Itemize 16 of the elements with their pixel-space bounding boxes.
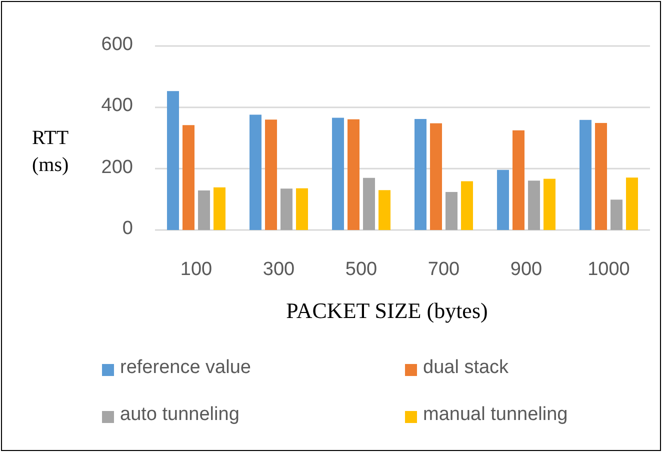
- axis-tick-label: 200: [101, 156, 133, 179]
- legend-label: manual tunneling: [423, 404, 568, 426]
- legend-label: reference value: [120, 357, 251, 379]
- axis-tick-label: 600: [101, 34, 133, 56]
- axis-tick-label: 500: [344, 259, 378, 281]
- axis-tick-label: 1000: [586, 259, 631, 281]
- axis-tick-label: 300: [262, 259, 296, 281]
- axis-tick-label: 100: [179, 259, 214, 281]
- axis-tick-label: 700: [426, 259, 461, 281]
- axis-title: RTT (ms): [32, 126, 70, 178]
- legend-label: auto tunneling: [120, 404, 240, 426]
- axis-title: PACKET SIZE (bytes): [285, 298, 489, 324]
- axis-tick-label: 400: [101, 95, 133, 118]
- legend-label: dual stack: [423, 357, 509, 379]
- axis-tick-label: 900: [509, 259, 544, 281]
- axis-tick-label: 0: [122, 218, 133, 240]
